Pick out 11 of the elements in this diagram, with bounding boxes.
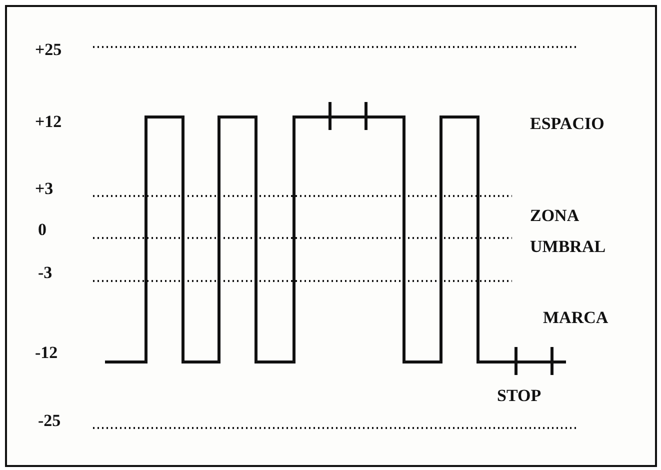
voltage-value: 0 xyxy=(38,219,46,241)
level-name: MARCA xyxy=(543,307,608,329)
voltage-value: +25 xyxy=(35,39,62,61)
level-name: ZONA UMBRAL xyxy=(530,205,607,258)
voltage-value: -3 xyxy=(38,262,52,284)
voltage-value: +12 xyxy=(35,111,62,133)
level-name: ESPACIO xyxy=(530,113,604,135)
voltage-value: +3 xyxy=(35,178,54,200)
voltage-value: -12 xyxy=(35,342,58,364)
level-name: STOP xyxy=(497,385,542,407)
voltage-value: -25 xyxy=(38,410,61,432)
